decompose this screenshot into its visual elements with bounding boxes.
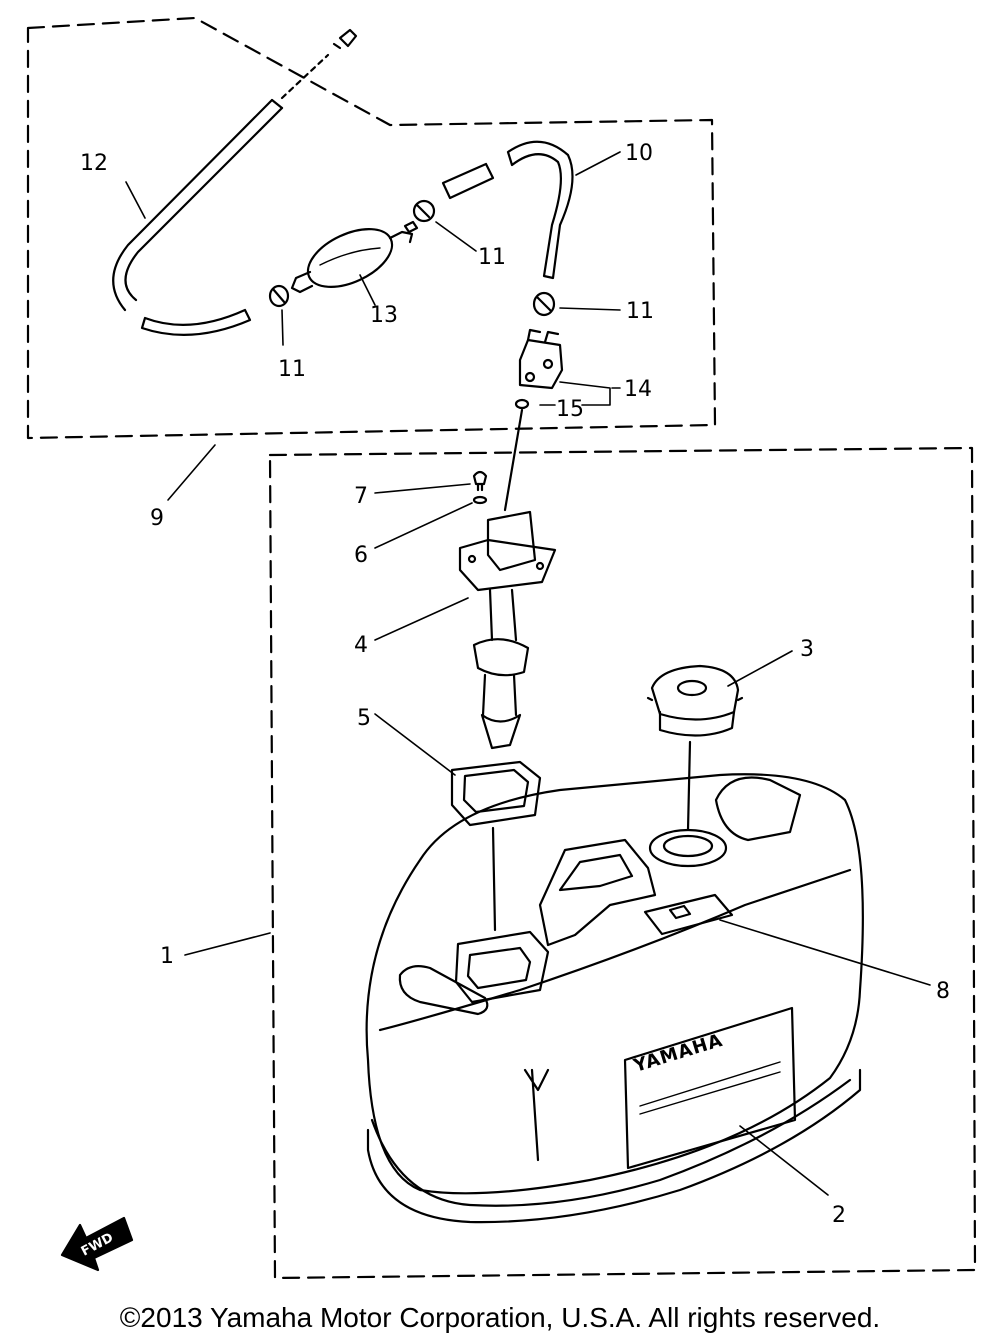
gasket-guide-line xyxy=(491,826,497,932)
fuel-tank-exploded-diagram: YAMAHA FWD 1 2 3 4 5 6 7 xyxy=(26,16,977,1280)
callout-4: 4 xyxy=(354,633,368,658)
fuel-hose-part-12 xyxy=(112,28,358,336)
washer-part-6 xyxy=(472,495,488,505)
hose-clip-part-11-middle xyxy=(412,199,436,223)
callout-7: 7 xyxy=(354,484,368,509)
fwd-direction-arrow: FWD xyxy=(60,1216,134,1272)
callout-1: 1 xyxy=(160,944,174,969)
callout-11-right: 11 xyxy=(626,299,654,324)
leader-lines xyxy=(125,151,931,1196)
fuel-hose-assembly-boundary xyxy=(26,16,717,440)
o-ring-part-15 xyxy=(514,398,530,410)
fuel-connector-part-14 xyxy=(518,328,564,390)
callout-3: 3 xyxy=(800,637,814,662)
callout-5: 5 xyxy=(357,706,371,731)
callout-15: 15 xyxy=(556,397,584,422)
gasket-part-5 xyxy=(450,760,542,827)
tank-brand-label: YAMAHA xyxy=(630,1030,725,1077)
hose-clip-part-11-left xyxy=(268,284,290,308)
callout-11-left: 11 xyxy=(278,357,306,382)
copyright-notice: ©2013 Yamaha Motor Corporation, U.S.A. A… xyxy=(119,1302,881,1333)
screw-part-7 xyxy=(472,470,488,492)
callout-2: 2 xyxy=(832,1203,846,1228)
callout-9: 9 xyxy=(150,506,164,531)
callout-11-middle: 11 xyxy=(478,245,506,270)
fuel-tank-body-part-1: YAMAHA xyxy=(365,773,864,1224)
callout-14: 14 xyxy=(624,377,652,402)
hose-clip-part-11-right xyxy=(532,291,556,317)
fuel-tank-assembly-boundary xyxy=(268,446,977,1280)
callout-8: 8 xyxy=(936,979,950,1004)
fuel-joint-pickup-part-4 xyxy=(458,408,557,750)
callout-6: 6 xyxy=(354,543,368,568)
callout-12: 12 xyxy=(80,151,108,176)
decal-part-8 xyxy=(643,893,734,936)
fuel-cap-part-3 xyxy=(646,664,744,737)
fuel-cap-guide-line xyxy=(686,740,692,832)
callout-13: 13 xyxy=(370,303,398,328)
callout-10: 10 xyxy=(625,141,653,166)
fuel-hose-part-10 xyxy=(441,140,574,280)
primer-bulb-part-13 xyxy=(290,220,419,294)
